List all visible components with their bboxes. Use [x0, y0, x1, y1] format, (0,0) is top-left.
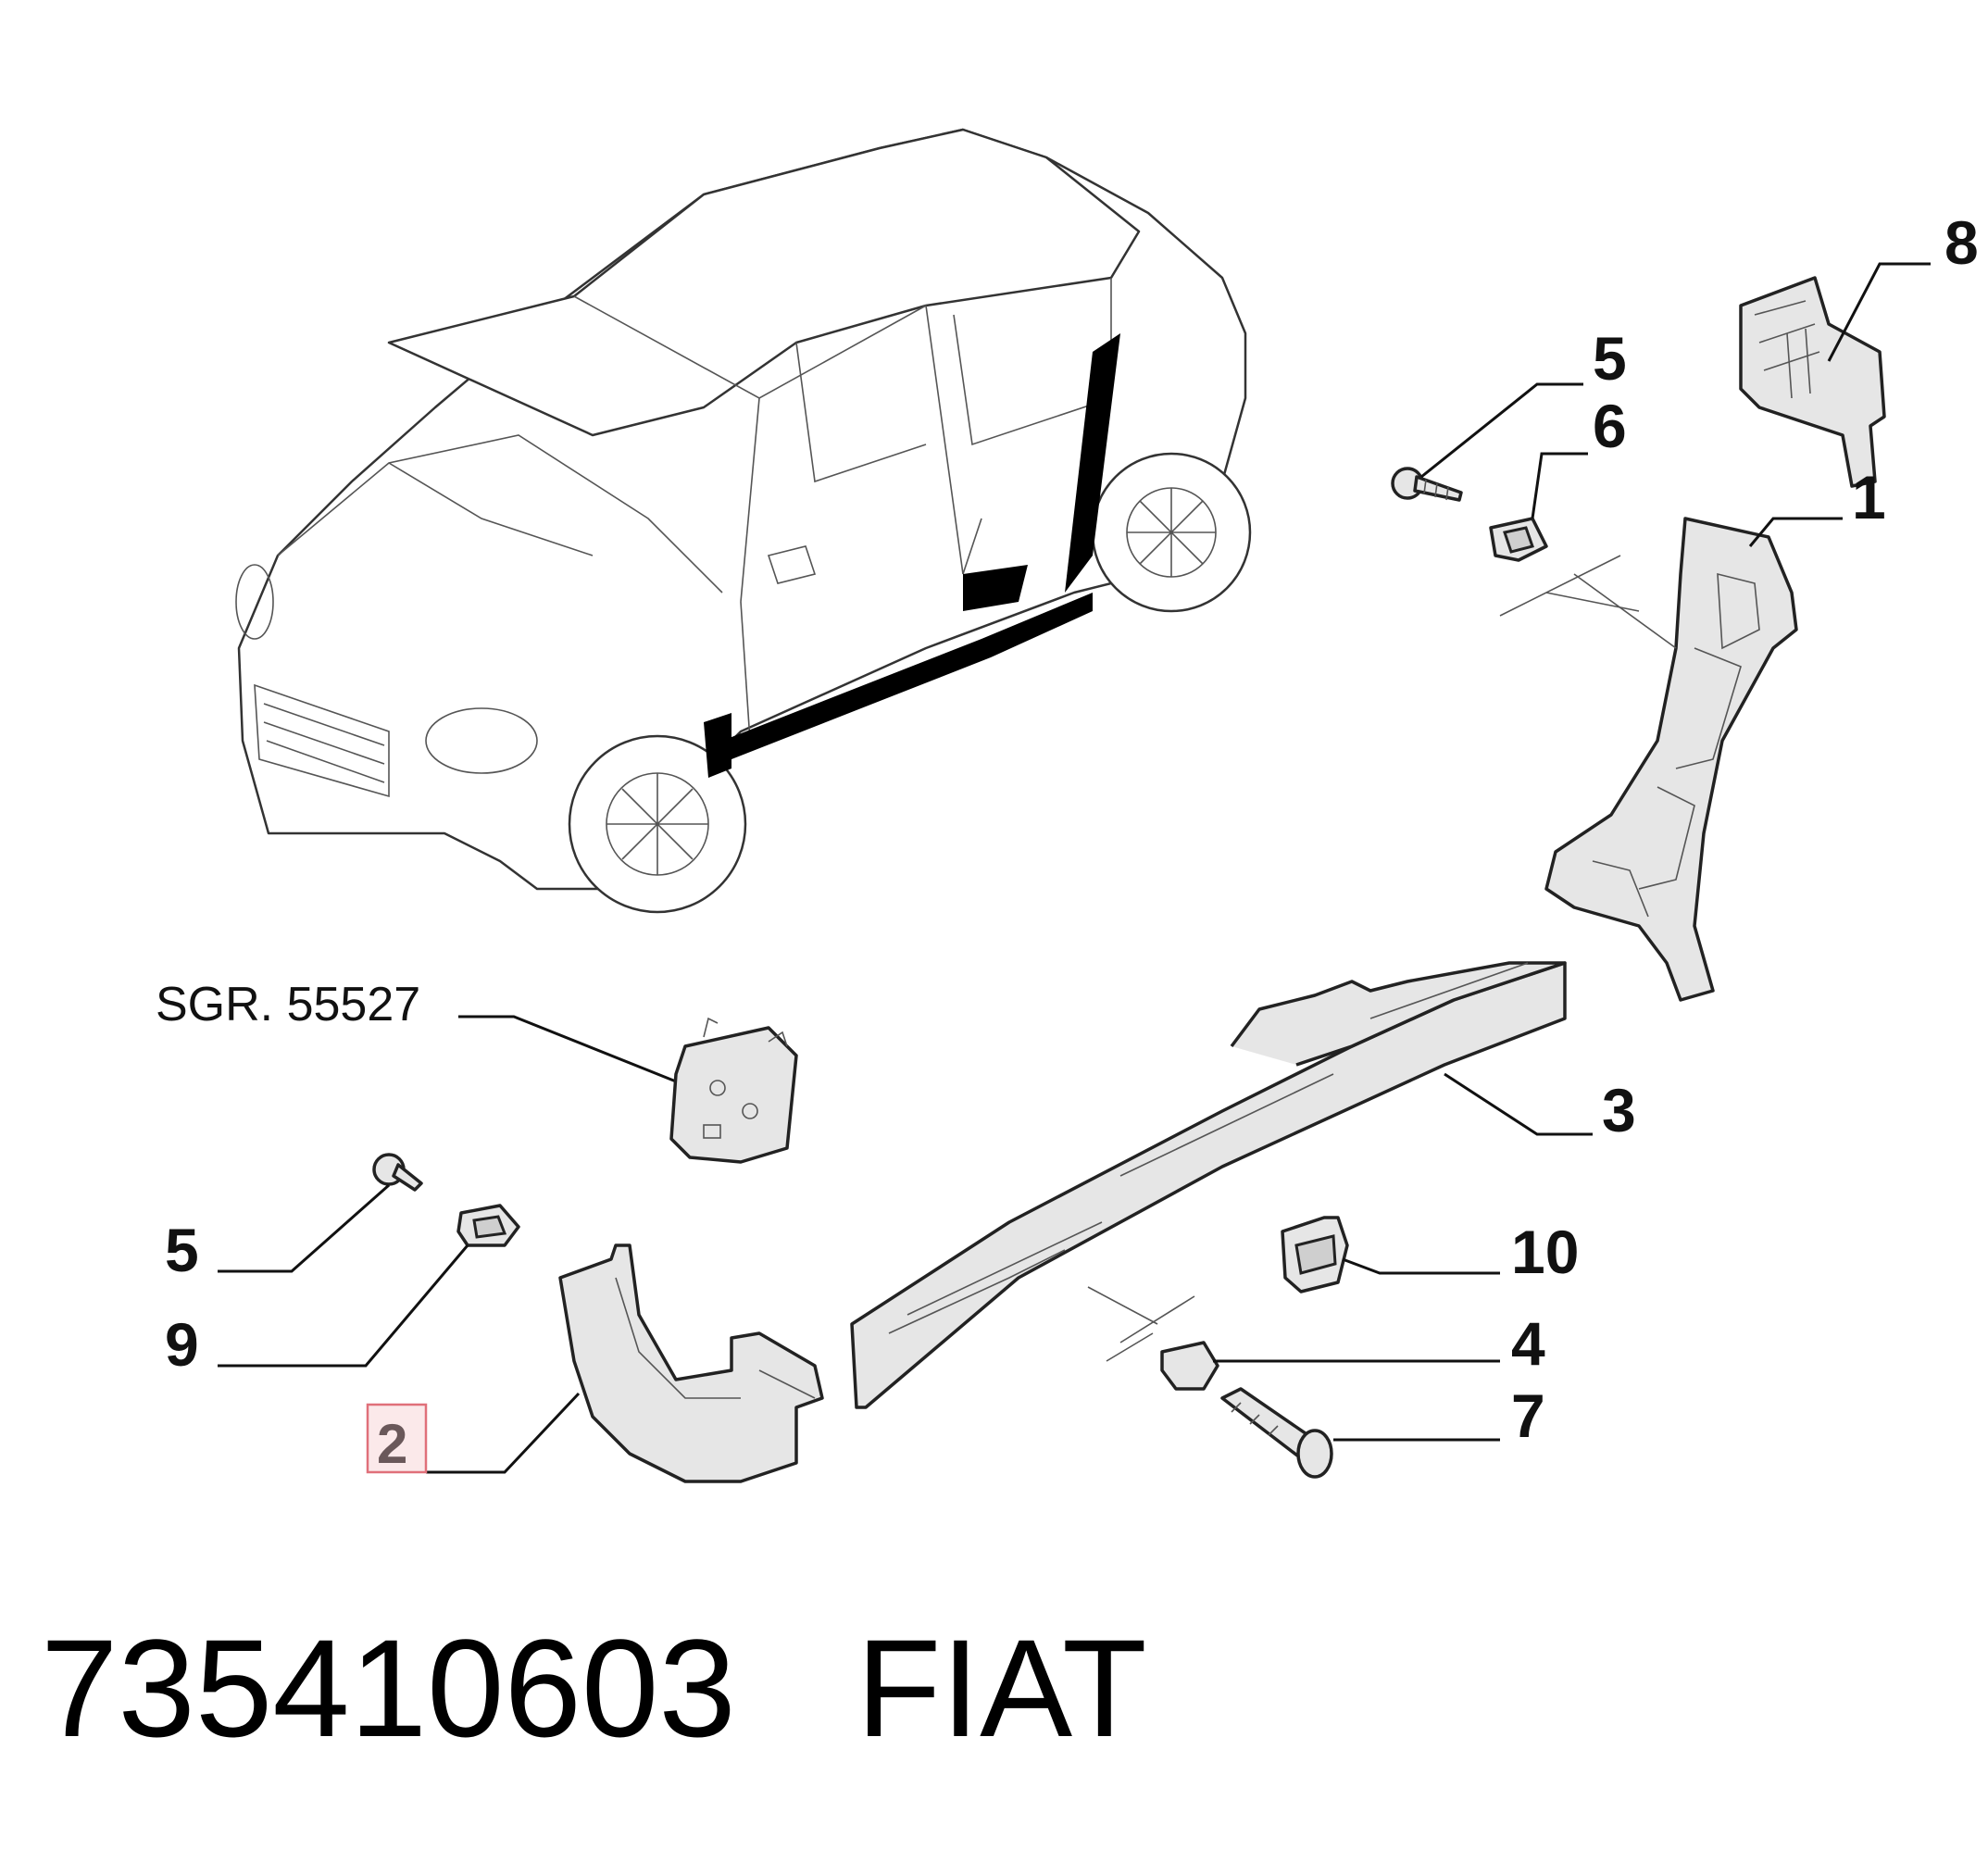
part-7-screw	[1220, 1387, 1333, 1479]
part-5-screw-lower	[372, 1153, 423, 1192]
callout-4: 4	[1511, 1309, 1545, 1378]
callout-5-lower: 5	[165, 1216, 199, 1284]
callout-3: 3	[1602, 1076, 1636, 1144]
part-9-clip	[456, 1204, 520, 1247]
callout-7: 7	[1511, 1381, 1545, 1450]
part-5-screw-upper	[1391, 467, 1463, 502]
callout-2: 2	[377, 1413, 407, 1475]
part-2-corner-trim	[558, 1243, 824, 1483]
part-number: 735410603	[41, 1610, 736, 1766]
part-1-pillar-trim	[1544, 517, 1798, 1002]
callout-1: 1	[1852, 463, 1886, 531]
reference-bracket	[669, 1017, 798, 1164]
brand-name: FIAT	[856, 1610, 1147, 1766]
callout-8: 8	[1944, 208, 1979, 277]
car-illustration	[235, 128, 1252, 914]
callout-5-upper: 5	[1593, 324, 1627, 393]
callout-6: 6	[1593, 392, 1627, 460]
callout-9: 9	[165, 1310, 199, 1379]
part-10-clip	[1281, 1216, 1349, 1293]
part-3-sill-plate	[850, 961, 1567, 1409]
parts-diagram: 8 5 6 1 SGR. 55527	[156, 128, 1979, 1483]
callout-2-highlight-box	[366, 1403, 428, 1474]
callout-10: 10	[1511, 1218, 1579, 1286]
part-6-clip	[1489, 517, 1548, 562]
part-8-bracket	[1739, 276, 1886, 488]
reference-label: SGR. 55527	[156, 978, 420, 1031]
part-4-nut	[1160, 1341, 1219, 1391]
